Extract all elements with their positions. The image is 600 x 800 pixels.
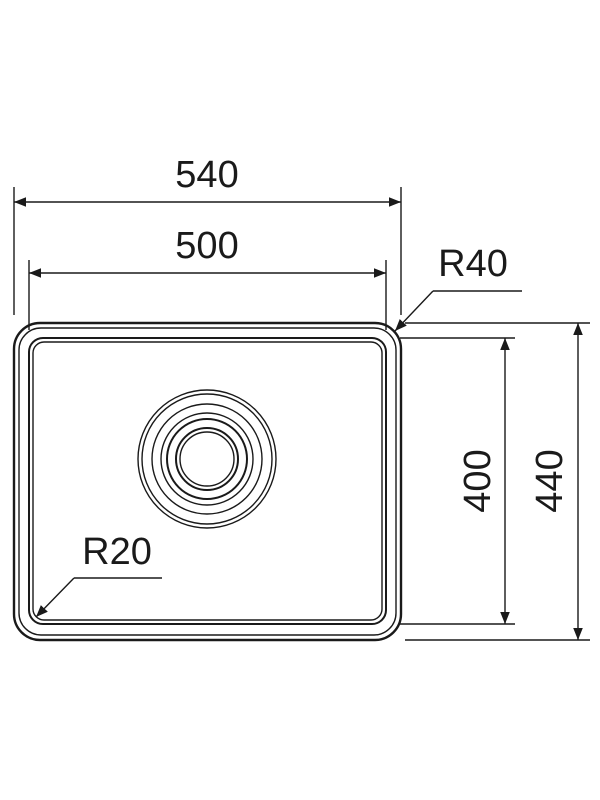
leader-line bbox=[394, 290, 434, 332]
sink-inner-bowl bbox=[28, 337, 387, 625]
inner-radius-label: R20 bbox=[82, 531, 152, 573]
leader-outer-radius: R40 bbox=[394, 243, 522, 332]
dimension-inner-width: 500 bbox=[28, 225, 387, 330]
sink-outer-rim bbox=[12, 321, 403, 642]
inner-width-label: 500 bbox=[175, 225, 238, 267]
dimension-outer-height: 440 bbox=[405, 322, 590, 641]
outer-width-label: 540 bbox=[175, 154, 238, 196]
outer-height-label: 440 bbox=[529, 449, 571, 512]
dimension-inner-height: 400 bbox=[400, 337, 515, 625]
leader-inner-radius: R20 bbox=[35, 531, 162, 618]
inner-height-label: 400 bbox=[457, 449, 499, 512]
drain-icon bbox=[137, 389, 277, 529]
outer-radius-label: R40 bbox=[438, 243, 508, 285]
leader-line bbox=[35, 577, 75, 618]
dimension-outer-width: 540 bbox=[13, 154, 402, 315]
